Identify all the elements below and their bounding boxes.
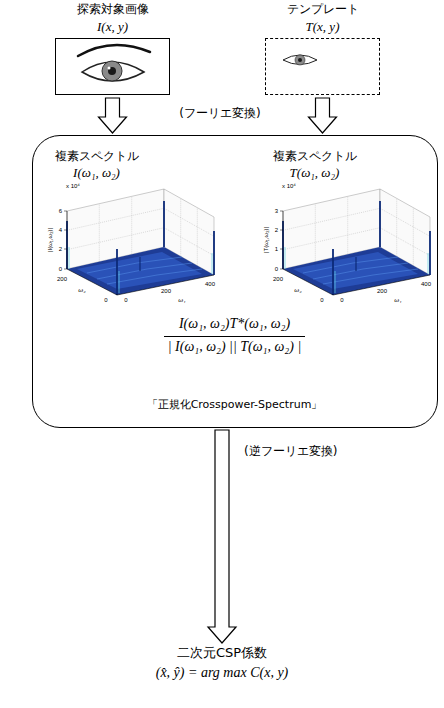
- result-title: 二次元CSP係数: [177, 645, 267, 661]
- tick-label: 0: [275, 266, 278, 272]
- tick-label: 0: [320, 297, 323, 303]
- image-title: 探索対象画像: [77, 2, 149, 16]
- math-label: I(ω₁, ω₂): [73, 165, 120, 181]
- math-label: T(ω₁, ω₂): [290, 165, 340, 181]
- edge-label: (逆フーリエ変換): [242, 444, 339, 458]
- eye-picture: [78, 45, 150, 81]
- tick-label: 0: [59, 266, 62, 272]
- tick-label: 200: [377, 288, 387, 294]
- tick-label: 200: [57, 276, 67, 282]
- formula-denominator: | I(ω₁, ω₂) || T(ω₁, ω₂) |: [168, 339, 302, 356]
- tick-label: 400: [205, 281, 215, 287]
- spectrum-panel: 複素スペクトル T(ω₁, ω₂): [258, 149, 436, 304]
- hollow-arrow: [309, 98, 337, 133]
- tick-label: x 10⁴: [66, 183, 80, 189]
- processing-box: I(ω₁, ω₂)T*(ω₁, ω₂) | I(ω₁, ω₂) || T(ω₁, …: [32, 135, 438, 428]
- tick-label: 0: [124, 297, 127, 303]
- hollow-arrow: [99, 98, 127, 133]
- template-eye-picture: [283, 55, 317, 65]
- tick-label: 6: [59, 208, 62, 214]
- axis-label: ω₁: [394, 297, 401, 304]
- tick-label: x 10⁴: [282, 183, 296, 189]
- frame-border: [55, 38, 170, 95]
- result-node: 二次元CSP係数 (x̂, ŷ) = arg max C(x, y): [100, 645, 344, 703]
- formula-numerator: I(ω₁, ω₂)T*(ω₁, ω₂): [179, 316, 290, 333]
- tick-label: 1: [275, 246, 278, 252]
- spectrum-panel: 複素スペクトル I(ω₁, ω₂): [42, 149, 227, 304]
- tick-label: |I(ω₁,ω₂)|: [47, 228, 53, 252]
- frame-border: [265, 38, 380, 95]
- axis-label: ω₂: [78, 287, 85, 294]
- result-formula: (x̂, ŷ) = arg max C(x, y): [156, 665, 289, 682]
- tick-label: 200: [273, 276, 283, 282]
- axis-label: ω₂: [294, 287, 301, 294]
- fraction-line: [164, 336, 306, 337]
- image-title: テンプレート: [287, 2, 359, 16]
- panel-title: 複素スペクトル: [55, 149, 139, 163]
- axis-label: ω₁: [178, 297, 185, 304]
- template-box: テンプレート T(x, y): [260, 2, 385, 96]
- tick-label: 2: [59, 246, 62, 252]
- tick-label: 0: [104, 297, 107, 303]
- math-label: T(x, y): [306, 19, 340, 35]
- tick-label: 200: [161, 288, 171, 294]
- image-box: 探索対象画像 I(x, y): [50, 2, 175, 96]
- tick-label: 400: [421, 281, 431, 287]
- tick-label: 3: [275, 208, 278, 214]
- tick-label: 0: [340, 297, 343, 303]
- hollow-arrow: [208, 430, 236, 643]
- tick-label: 2: [275, 227, 278, 233]
- tick-label: |T(ω₁,ω₂)|: [263, 227, 269, 253]
- tick-label: 4: [59, 227, 62, 233]
- formula-caption: 「正規化Crosspower-Spectrum」: [147, 398, 323, 411]
- step-label: (フーリエ変換): [179, 106, 260, 120]
- spectrum-plot: [280, 189, 430, 295]
- math-label: I(x, y): [97, 19, 128, 35]
- panel-title: 複素スペクトル: [273, 149, 357, 163]
- spectrum-plot: [64, 189, 214, 295]
